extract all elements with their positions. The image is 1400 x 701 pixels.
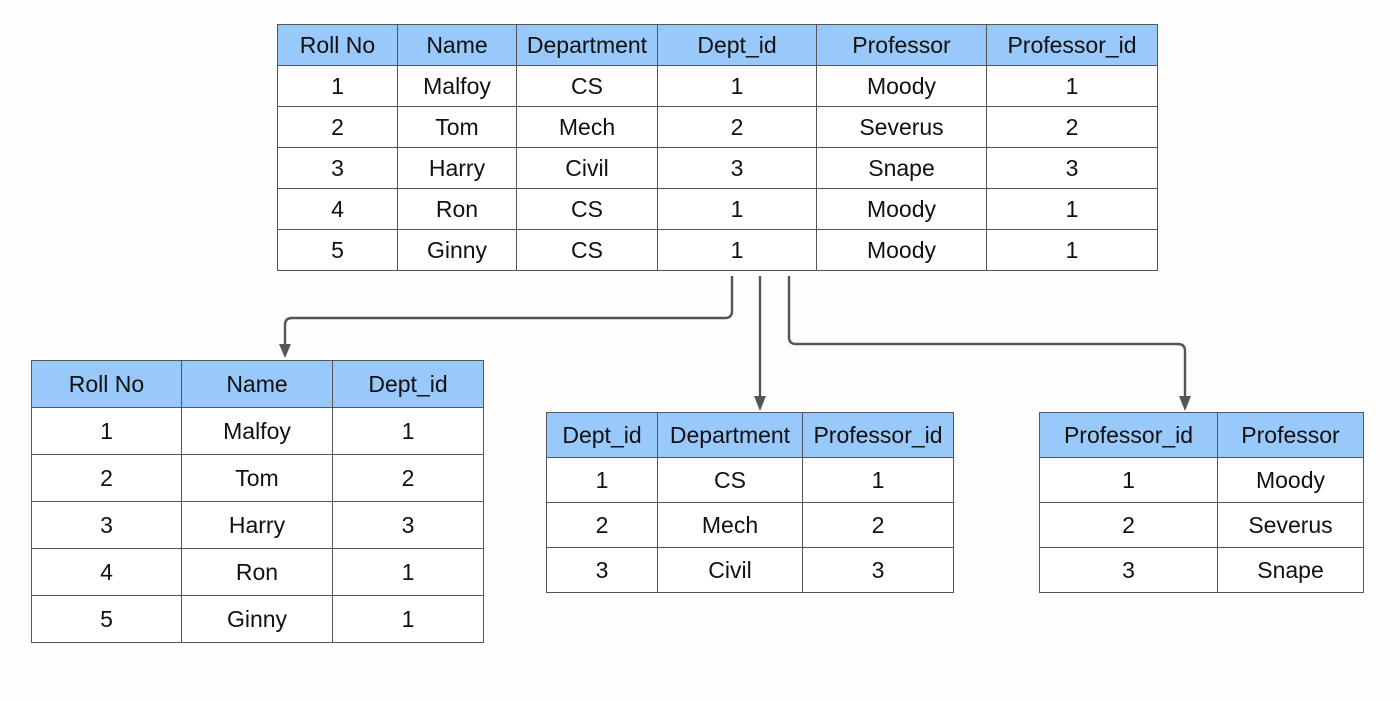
table-cell: 1	[657, 229, 817, 271]
header-cell: Department	[657, 412, 803, 458]
table-cell: 2	[802, 502, 954, 548]
table-cell: 2	[31, 454, 182, 502]
table-cell: Mech	[657, 502, 803, 548]
students-table: Roll No Name Dept_id 1 Malfoy 1 2 Tom 2 …	[31, 360, 484, 643]
table-cell: 1	[332, 407, 484, 455]
table-cell: 1	[332, 595, 484, 643]
table-cell: Moody	[816, 229, 987, 271]
header-cell: Professor	[816, 24, 987, 66]
table-row: 2 Tom 2	[31, 454, 484, 502]
table-cell: Malfoy	[181, 407, 333, 455]
professor-table: Professor_id Professor 1 Moody 2 Severus…	[1039, 412, 1364, 593]
table-cell: 4	[31, 548, 182, 596]
header-row: Roll No Name Dept_id	[31, 360, 484, 408]
table-cell: 2	[1039, 502, 1218, 548]
table-cell: Severus	[816, 106, 987, 148]
header-cell: Professor_id	[1039, 412, 1218, 458]
table-row: 4 Ron CS 1 Moody 1	[277, 188, 1158, 230]
header-cell: Dept_id	[546, 412, 658, 458]
table-cell: 1	[546, 457, 658, 503]
table-row: 4 Ron 1	[31, 548, 484, 596]
header-row: Professor_id Professor	[1039, 412, 1364, 458]
table-cell: Civil	[657, 547, 803, 593]
table-row: 5 Ginny CS 1 Moody 1	[277, 229, 1158, 271]
table-row: 2 Mech 2	[546, 502, 954, 548]
table-cell: 3	[546, 547, 658, 593]
table-cell: 1	[277, 65, 398, 107]
table-cell: Ron	[181, 548, 333, 596]
arrow-to-students-table	[283, 276, 734, 346]
header-row: Roll No Name Department Dept_id Professo…	[277, 24, 1158, 66]
table-cell: 1	[986, 229, 1158, 271]
table-cell: Severus	[1217, 502, 1364, 548]
header-cell: Professor_id	[802, 412, 954, 458]
table-cell: CS	[516, 188, 658, 230]
header-cell: Professor_id	[986, 24, 1158, 66]
table-cell: Snape	[1217, 547, 1364, 593]
table-cell: Moody	[816, 188, 987, 230]
table-cell: 2	[986, 106, 1158, 148]
table-row: 1 Moody	[1039, 457, 1364, 503]
table-cell: 1	[1039, 457, 1218, 503]
table-cell: 1	[332, 548, 484, 596]
table-cell: Ginny	[181, 595, 333, 643]
table-cell: 5	[277, 229, 398, 271]
header-cell: Professor	[1217, 412, 1364, 458]
header-cell: Roll No	[31, 360, 182, 408]
table-cell: CS	[516, 229, 658, 271]
table-row: 2 Tom Mech 2 Severus 2	[277, 106, 1158, 148]
table-cell: CS	[516, 65, 658, 107]
table-cell: CS	[657, 457, 803, 503]
table-cell: 3	[277, 147, 398, 189]
table-row: 3 Civil 3	[546, 547, 954, 593]
table-row: 1 Malfoy CS 1 Moody 1	[277, 65, 1158, 107]
table-row: 1 CS 1	[546, 457, 954, 503]
table-cell: 4	[277, 188, 398, 230]
header-cell: Dept_id	[332, 360, 484, 408]
table-row: 3 Harry 3	[31, 501, 484, 549]
header-cell: Roll No	[277, 24, 398, 66]
header-row: Dept_id Department Professor_id	[546, 412, 954, 458]
table-row: 5 Ginny 1	[31, 595, 484, 643]
table-row: 3 Snape	[1039, 547, 1364, 593]
table-cell: Ron	[397, 188, 517, 230]
table-cell: 3	[1039, 547, 1218, 593]
main-table: Roll No Name Department Dept_id Professo…	[277, 24, 1158, 271]
arrowhead	[1179, 396, 1191, 411]
department-table: Dept_id Department Professor_id 1 CS 1 2…	[546, 412, 954, 593]
table-cell: Civil	[516, 147, 658, 189]
table-cell: 2	[332, 454, 484, 502]
table-cell: 1	[986, 65, 1158, 107]
table-cell: Moody	[1217, 457, 1364, 503]
table-cell: 3	[802, 547, 954, 593]
table-cell: 3	[657, 147, 817, 189]
arrowhead	[279, 344, 291, 358]
table-cell: Tom	[181, 454, 333, 502]
table-cell: 5	[31, 595, 182, 643]
header-cell: Dept_id	[657, 24, 817, 66]
table-cell: 3	[332, 501, 484, 549]
table-cell: Ginny	[397, 229, 517, 271]
table-cell: Harry	[181, 501, 333, 549]
table-cell: 3	[31, 501, 182, 549]
table-cell: 1	[657, 188, 817, 230]
header-cell: Name	[181, 360, 333, 408]
table-cell: 3	[986, 147, 1158, 189]
table-cell: 1	[657, 65, 817, 107]
table-cell: 1	[802, 457, 954, 503]
table-cell: 2	[657, 106, 817, 148]
table-cell: Mech	[516, 106, 658, 148]
arrow-to-professor-table	[787, 276, 1187, 398]
arrowhead	[754, 396, 766, 411]
table-row: 2 Severus	[1039, 502, 1364, 548]
